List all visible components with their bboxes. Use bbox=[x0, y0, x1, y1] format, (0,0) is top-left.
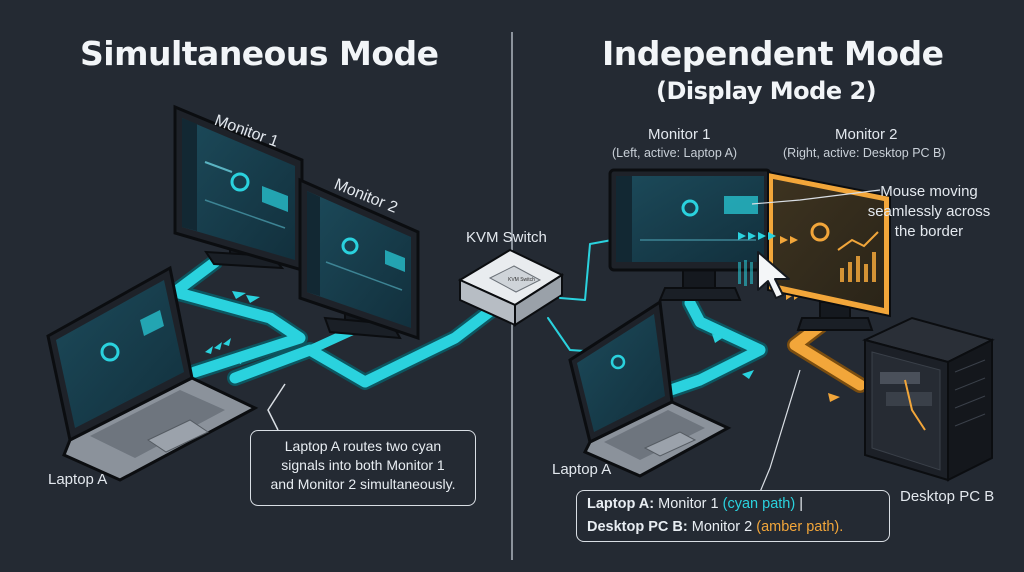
legend-laptop-target: Monitor 1 bbox=[658, 496, 719, 512]
left-signal-arrows bbox=[205, 291, 261, 364]
mouse-note-line-1: Mouse moving bbox=[880, 183, 978, 200]
kvm-switch: KVM Switch bbox=[457, 248, 565, 327]
legend-pointer bbox=[759, 369, 801, 493]
desktop-pc-b bbox=[862, 316, 995, 482]
legend-line-2: Desktop PC B: Monitor 2 (amber path). bbox=[587, 516, 889, 539]
right-monitor-2-label: Monitor 2 bbox=[835, 126, 898, 143]
left-monitor-1 bbox=[173, 104, 304, 272]
left-monitor-2 bbox=[298, 177, 420, 341]
left-callout-line-2: signals into both Monitor 1 bbox=[281, 457, 445, 473]
legend-line-1: Laptop A: Monitor 1 (cyan path) | bbox=[587, 493, 889, 516]
mouse-cursor-icon bbox=[757, 251, 790, 299]
right-laptop-label: Laptop A bbox=[552, 461, 612, 478]
left-title: Simultaneous Mode bbox=[80, 34, 439, 73]
legend-laptop-label: Laptop A: bbox=[587, 496, 655, 512]
mouse-crossing-indicator bbox=[738, 232, 798, 286]
kvm-brand-text: KVM Switch bbox=[508, 277, 535, 283]
desktop-pc-label: Desktop PC B bbox=[900, 488, 995, 505]
left-callout-line-1: Laptop A routes two cyan bbox=[284, 438, 442, 454]
left-callout-pointer bbox=[267, 383, 286, 431]
right-laptop-a bbox=[568, 299, 732, 478]
left-laptop-label: Laptop A bbox=[48, 471, 108, 488]
legend-desktop-label: Desktop PC B: bbox=[587, 519, 688, 535]
right-subtitle: (Display Mode 2) bbox=[656, 77, 877, 105]
mouse-note: Mouse moving seamlessly across the borde… bbox=[866, 182, 992, 242]
mouse-note-line-2: seamlessly across bbox=[867, 203, 991, 220]
mouse-note-line-3: the border bbox=[894, 223, 964, 240]
right-monitor-1-label: Monitor 1 bbox=[648, 126, 711, 143]
left-callout-line-3: and Monitor 2 simultaneously. bbox=[270, 476, 456, 492]
right-legend-box: Laptop A: Monitor 1 (cyan path) | Deskto… bbox=[576, 490, 890, 542]
legend-separator: | bbox=[799, 496, 803, 512]
right-monitor-1 bbox=[608, 168, 772, 301]
right-signal-arrows bbox=[712, 292, 840, 402]
left-laptop-a bbox=[46, 265, 259, 482]
mouse-note-pointer bbox=[751, 189, 881, 205]
legend-amber-path: (amber path). bbox=[756, 519, 844, 535]
right-cables bbox=[547, 239, 868, 400]
right-monitor-1-sub: (Left, active: Laptop A) bbox=[612, 146, 738, 160]
left-callout-box: Laptop A routes two cyan signals into bo… bbox=[250, 430, 476, 506]
right-title: Independent Mode bbox=[602, 34, 944, 73]
legend-cyan-path: (cyan path) bbox=[722, 496, 796, 512]
kvm-switch-label: KVM Switch bbox=[466, 229, 547, 246]
right-monitor-2-sub: (Right, active: Desktop PC B) bbox=[783, 146, 946, 160]
right-monitor-2 bbox=[767, 170, 891, 331]
legend-desktop-target: Monitor 2 bbox=[691, 519, 753, 535]
